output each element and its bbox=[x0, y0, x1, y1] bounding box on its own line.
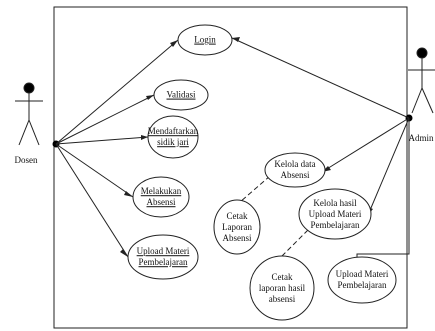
usecase-mendaftarkan-shape bbox=[147, 115, 199, 159]
usecase-upload-materi-dosen: Upload Materi Pembelajaran bbox=[136, 246, 190, 267]
usecase-cetak-hasil-shape bbox=[249, 255, 315, 321]
usecase-cetak-laporan-shape bbox=[213, 199, 261, 255]
assoc-dosen-mendaftarkan bbox=[55, 136, 149, 145]
usecase-mendaftarkan-sidik-jari: Mendaftarkan sidik jari bbox=[147, 126, 199, 147]
assoc-admin-upload bbox=[356, 118, 410, 266]
usecase-validasi: Validasi bbox=[166, 89, 196, 100]
usecase-kelola-hasil-shape bbox=[298, 188, 372, 240]
usecase-cetak-laporan-absensi: Cetak Laporan Absensi bbox=[222, 210, 252, 243]
usecase-upload-materi-admin: Upload Materi Pembelajaran bbox=[335, 269, 389, 290]
usecase-kelola-data-shape bbox=[264, 152, 326, 188]
usecase-kelola-hasil-upload: Kelola hasil Upload Materi Pembelajaran bbox=[308, 197, 362, 230]
usecase-cetak-laporan-hasil-absensi: Cetak laporan hasil absensi bbox=[258, 271, 306, 304]
assoc-admin-kelola-data bbox=[321, 117, 410, 173]
assoc-dosen-melakukan bbox=[55, 143, 134, 198]
usecase-login: Login bbox=[194, 34, 216, 45]
usecase-kelola-data-absensi: Kelola data Absensi bbox=[274, 159, 316, 180]
usecase-melakukan-absensi: Melakukan Absensi bbox=[140, 186, 182, 207]
usecase-login-shape bbox=[177, 24, 233, 56]
assoc-dosen-upload bbox=[55, 143, 129, 258]
actor-dosen-figure bbox=[15, 82, 43, 146]
usecase-upload-dosen-shape bbox=[127, 234, 199, 280]
assoc-admin-kelola-hasil bbox=[367, 117, 410, 216]
assoc-dosen-validasi bbox=[55, 94, 155, 145]
system-boundary bbox=[53, 6, 408, 329]
extend-cetak-hasil bbox=[281, 229, 309, 257]
actor-admin-label: Admin bbox=[408, 133, 434, 143]
usecase-validasi-shape bbox=[153, 79, 209, 111]
actor-dosen-label: Dosen bbox=[14, 155, 38, 165]
usecase-melakukan-shape bbox=[132, 176, 190, 218]
assoc-dosen-login bbox=[55, 39, 179, 145]
assoc-admin-login bbox=[231, 37, 410, 119]
usecase-upload-admin-shape bbox=[327, 256, 397, 304]
actor-admin-figure bbox=[408, 47, 435, 114]
extend-cetak-laporan bbox=[239, 175, 271, 203]
